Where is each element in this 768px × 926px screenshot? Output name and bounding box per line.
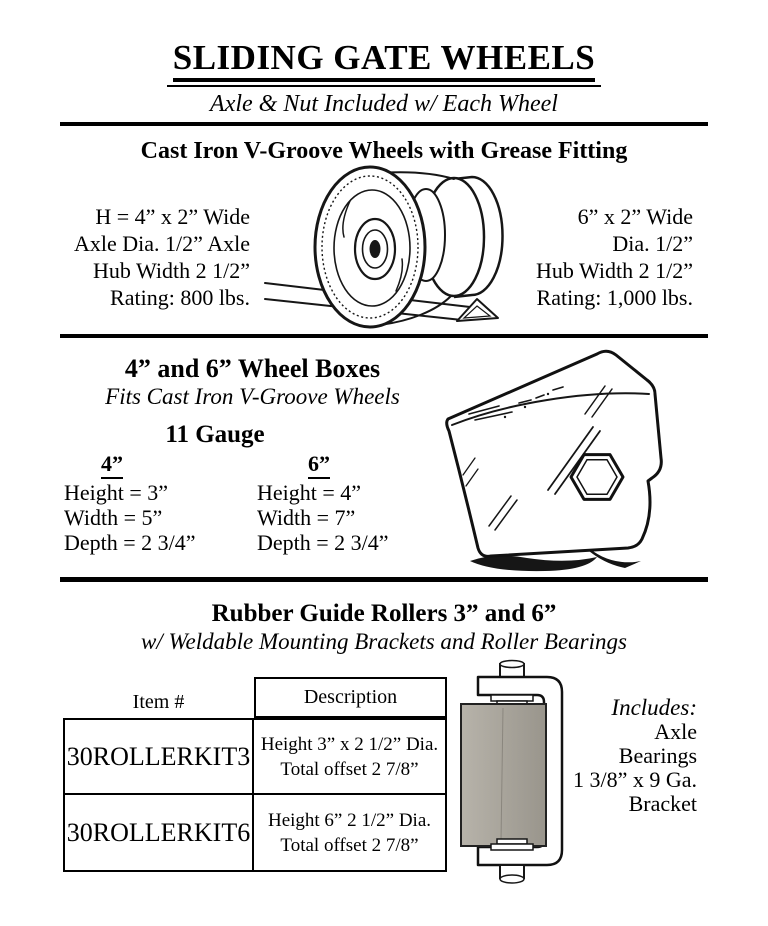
spec-line: Depth = 2 3/4” xyxy=(257,530,389,555)
table-cell-description: Height 6” 2 1/2” Dia. Total offset 2 7/8… xyxy=(254,795,445,870)
spec-line: Width = 5” xyxy=(64,505,163,530)
includes-item: Bracket xyxy=(628,791,697,816)
table-header-description: Description xyxy=(254,677,447,718)
wheel-box-4in-column: 4” Height = 3” Width = 5” Depth = 2 3/4” xyxy=(64,451,196,555)
wheel-box-6in-column: 6” Height = 4” Width = 7” Depth = 2 3/4” xyxy=(257,451,389,555)
description-line: Total offset 2 7/8” xyxy=(280,834,419,856)
section-heading-guide-rollers: Rubber Guide Rollers 3” and 6” xyxy=(211,600,557,627)
wheel-box-illustration xyxy=(445,349,663,572)
spec-line: Height = 3” xyxy=(64,480,169,505)
v-groove-wheel-illustration xyxy=(264,165,504,329)
section-divider xyxy=(60,577,708,582)
section-heading-cast-iron: Cast Iron V-Groove Wheels with Grease Fi… xyxy=(140,138,628,164)
table-cell-item: 30ROLLERKIT3 xyxy=(65,720,254,795)
guide-roller-illustration xyxy=(460,659,564,884)
section-divider xyxy=(60,122,708,126)
section-heading-wheel-boxes: 4” and 6” Wheel Boxes xyxy=(124,354,381,383)
roller-kits-table: 30ROLLERKIT3 Height 3” x 2 1/2” Dia. Tot… xyxy=(63,718,447,872)
spec-line: Dia. 1/2” xyxy=(612,231,693,256)
spec-line: Hub Width 2 1/2” xyxy=(93,258,250,283)
description-line: Total offset 2 7/8” xyxy=(280,758,419,780)
gauge-label: 11 Gauge xyxy=(165,421,265,448)
spec-line: Depth = 2 3/4” xyxy=(64,530,196,555)
spec-line: Height = 4” xyxy=(257,480,362,505)
includes-list: Includes: Axle Bearings 1 3/8” x 9 Ga. B… xyxy=(517,696,697,816)
table-cell-item: 30ROLLERKIT6 xyxy=(65,795,254,870)
section-subheading-wheel-boxes: Fits Cast Iron V-Groove Wheels xyxy=(105,384,400,409)
spec-line: Width = 7” xyxy=(257,505,356,530)
description-line: Height 6” 2 1/2” Dia. xyxy=(267,809,432,831)
table-header-item: Item # xyxy=(132,691,185,713)
includes-item: Axle xyxy=(654,719,697,744)
column-label-4in: 4” xyxy=(101,451,123,479)
includes-item: Bearings xyxy=(618,743,697,768)
spec-line: H = 4” x 2” Wide xyxy=(95,204,250,229)
column-label-6in: 6” xyxy=(308,451,330,479)
section-subheading-guide-rollers: w/ Weldable Mounting Brackets and Roller… xyxy=(141,629,627,654)
page-title: SLIDING GATE WHEELS xyxy=(172,38,596,77)
spec-line: Rating: 1,000 lbs. xyxy=(536,285,693,310)
page-subtitle: Axle & Nut Included w/ Each Wheel xyxy=(210,91,558,117)
table-cell-description: Height 3” x 2 1/2” Dia. Total offset 2 7… xyxy=(254,720,445,795)
includes-item: 1 3/8” x 9 Ga. xyxy=(572,767,697,792)
section-divider xyxy=(60,334,708,338)
spec-line: 6” x 2” Wide xyxy=(577,204,693,229)
wheel-6in-specs: 6” x 2” Wide Dia. 1/2” Hub Width 2 1/2” … xyxy=(503,203,693,311)
spec-line: Hub Width 2 1/2” xyxy=(536,258,693,283)
wheel-4in-specs: H = 4” x 2” Wide Axle Dia. 1/2” Axle Hub… xyxy=(60,203,250,311)
includes-label: Includes: xyxy=(611,695,697,720)
spec-line: Axle Dia. 1/2” Axle xyxy=(74,231,250,256)
page-title-wrap: SLIDING GATE WHEELS xyxy=(0,38,768,87)
description-line: Height 3” x 2 1/2” Dia. xyxy=(260,733,439,755)
spec-line: Rating: 800 lbs. xyxy=(110,285,250,310)
